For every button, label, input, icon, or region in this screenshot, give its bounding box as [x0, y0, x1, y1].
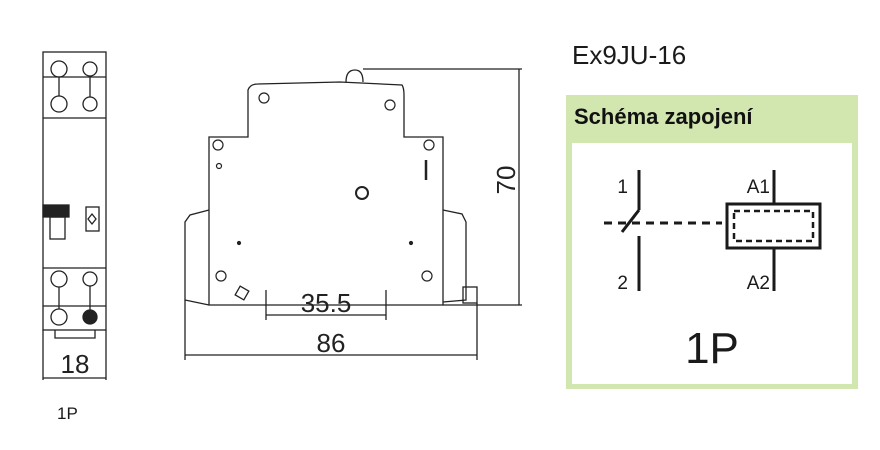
schema-diagram: 1 2 A1 A2 1P — [572, 143, 852, 384]
terminal-1-label: 1 — [617, 177, 628, 198]
front-view — [42, 51, 107, 380]
wiring-schema-panel: Schéma zapojení 1 2 A1 A2 1P — [566, 95, 858, 389]
terminal-2-label: 2 — [617, 273, 628, 294]
wiring-symbol: 1 2 A1 A2 1P — [604, 170, 822, 373]
rail-dimension: 35.5 — [301, 288, 352, 318]
width-dimension: 18 — [61, 349, 90, 379]
height-dimension: 70 — [491, 166, 521, 195]
schema-title: Schéma zapojení — [574, 104, 753, 129]
poles-label: 1P — [685, 324, 739, 373]
depth-dimension: 86 — [317, 328, 346, 358]
front-view-label: 1P — [57, 404, 78, 423]
side-view — [184, 68, 522, 360]
model-title: Ex9JU-16 — [572, 40, 687, 70]
terminal-a1-label: A1 — [747, 177, 770, 198]
terminal-a2-label: A2 — [747, 273, 770, 294]
